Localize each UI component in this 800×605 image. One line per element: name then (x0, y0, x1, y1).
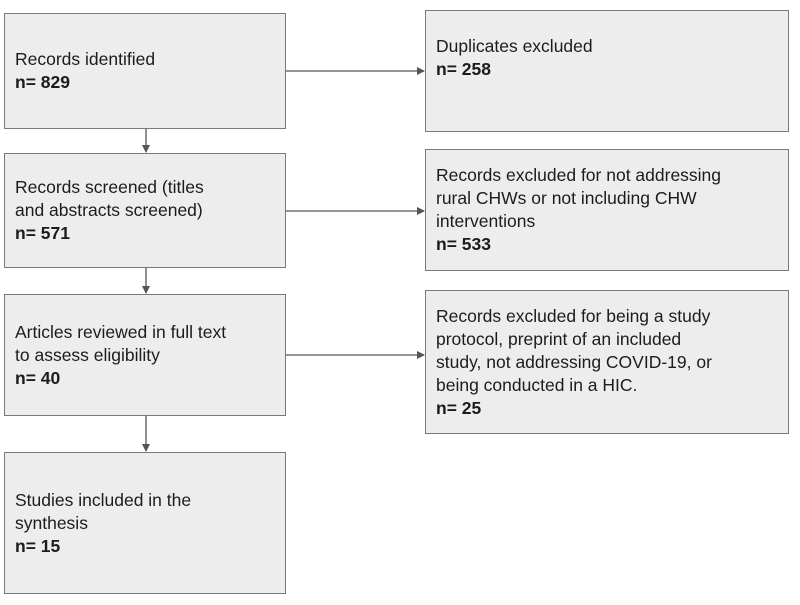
screening-excluded-box: Records excluded for not addressing rura… (425, 149, 789, 271)
screening-excluded-count: n= 533 (436, 234, 491, 254)
full-text-review-count: n= 40 (15, 367, 61, 388)
records-identified-count: n= 829 (15, 72, 70, 92)
full-text-excluded-box: Records excluded for being a study proto… (425, 290, 789, 434)
studies-included-label: Studies included in the synthesis (15, 489, 192, 533)
records-screened-box: Records screened (titles and abstracts s… (4, 153, 286, 268)
records-identified-label: Records identified (15, 49, 156, 69)
full-text-review-label: Articles reviewed in full text to assess… (15, 321, 227, 365)
full-text-review-box: Articles reviewed in full text to assess… (4, 294, 286, 416)
duplicates-excluded-label: Duplicates excluded (436, 36, 593, 56)
records-identified-box: Records identified n= 829 (4, 13, 286, 129)
full-text-excluded-count: n= 25 (436, 397, 482, 418)
duplicates-excluded-count: n= 258 (436, 59, 491, 79)
screening-excluded-label: Records excluded for not addressing rura… (436, 165, 722, 231)
full-text-excluded-label: Records excluded for being a study proto… (436, 305, 712, 395)
duplicates-excluded-box: Duplicates excluded n= 258 (425, 10, 789, 132)
records-screened-count: n= 571 (15, 223, 70, 243)
studies-included-count: n= 15 (15, 535, 61, 556)
studies-included-box: Studies included in the synthesis n= 15 (4, 452, 286, 594)
records-screened-label: Records screened (titles and abstracts s… (15, 177, 204, 220)
